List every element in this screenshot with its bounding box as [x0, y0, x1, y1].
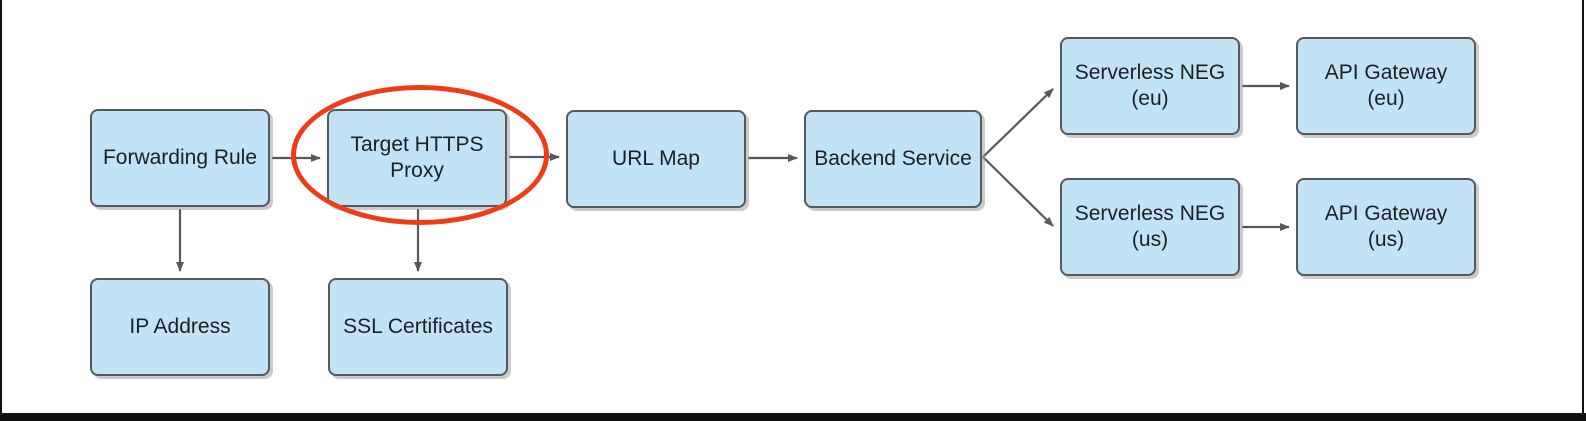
edge-backend-service-to-serverless-neg-eu — [982, 88, 1054, 158]
node-target-https-proxy[interactable]: Target HTTPS Proxy — [327, 109, 507, 207]
node-forwarding-rule[interactable]: Forwarding Rule — [90, 109, 270, 207]
node-serverless-neg-eu[interactable]: Serverless NEG (eu) — [1060, 37, 1240, 135]
node-label-api-gateway-us: API Gateway (us) — [1324, 201, 1448, 251]
node-label-serverless-neg-us: Serverless NEG (us) — [1074, 201, 1226, 251]
page-border-right — [1582, 0, 1584, 421]
node-label-ssl-certificates: SSL Certificates — [343, 314, 493, 338]
node-label-backend-service: Backend Service — [814, 146, 972, 170]
node-label-ip-address: IP Address — [129, 314, 231, 338]
node-label-api-gateway-eu: API Gateway (eu) — [1324, 60, 1448, 110]
node-label-target-https-proxy: Target HTTPS Proxy — [350, 132, 484, 182]
node-api-gateway-eu[interactable]: API Gateway (eu) — [1296, 37, 1476, 135]
node-backend-service[interactable]: Backend Service — [804, 110, 982, 208]
node-label-serverless-neg-eu: Serverless NEG (eu) — [1074, 60, 1226, 110]
page-border-bottom — [0, 413, 1586, 421]
node-ssl-certificates[interactable]: SSL Certificates — [328, 278, 508, 376]
edge-backend-service-to-serverless-neg-us — [982, 156, 1054, 227]
edge-group — [176, 82, 1290, 272]
node-serverless-neg-us[interactable]: Serverless NEG (us) — [1060, 178, 1240, 276]
node-api-gateway-us[interactable]: API Gateway (us) — [1296, 178, 1476, 276]
node-ip-address[interactable]: IP Address — [90, 278, 270, 376]
node-url-map[interactable]: URL Map — [566, 110, 746, 208]
node-label-url-map: URL Map — [612, 146, 700, 170]
node-label-forwarding-rule: Forwarding Rule — [102, 145, 258, 169]
page-border-left — [0, 0, 2, 421]
